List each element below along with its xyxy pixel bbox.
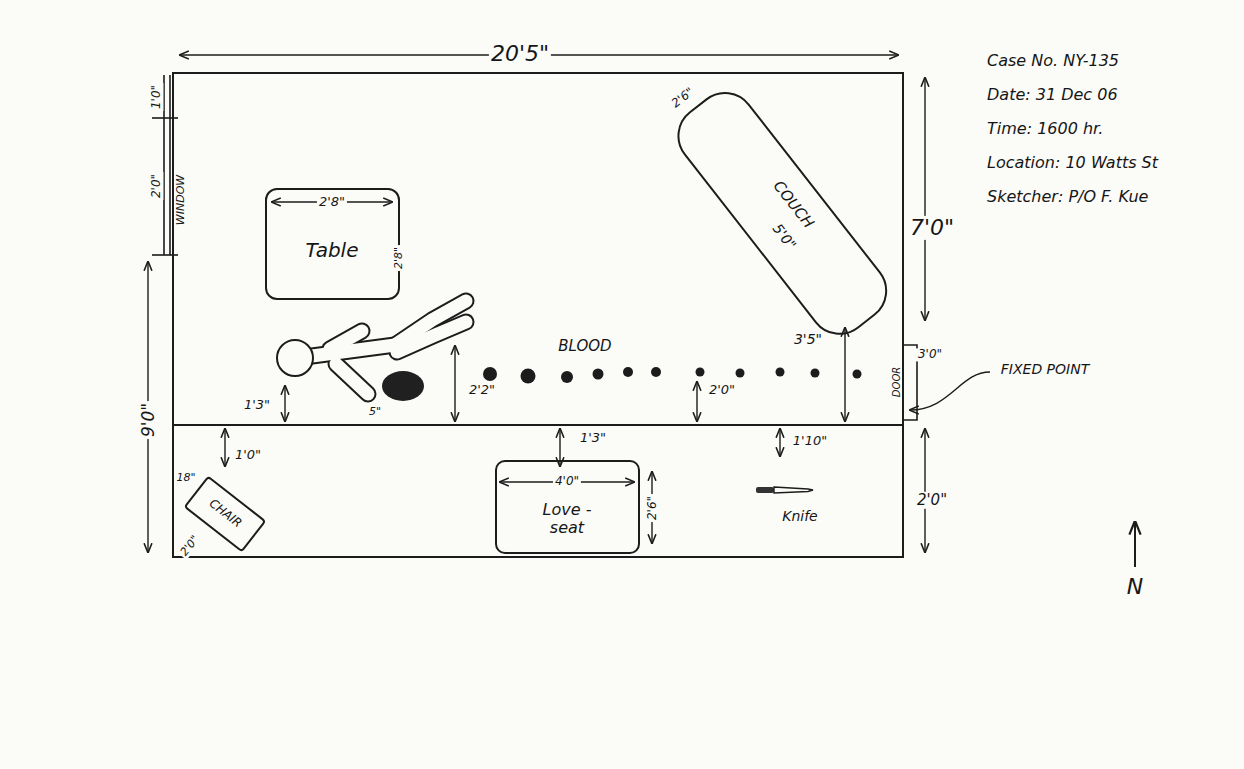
blood-drop	[623, 367, 633, 377]
door-bracket	[903, 345, 917, 420]
case-note: Location: 10 Watts St	[985, 154, 1160, 172]
couch-box: COUCH	[665, 79, 899, 346]
blood-drops	[483, 367, 862, 384]
loveseat-box: Love - seat	[495, 460, 640, 553]
dimension-arrow	[844, 328, 845, 421]
blood-drop	[853, 370, 862, 379]
dimension: 3'5"	[792, 332, 824, 347]
dimension: 2'8"	[393, 245, 405, 271]
dimension: 1'10"	[791, 434, 829, 448]
blood-drop	[811, 369, 820, 378]
blood-drop	[561, 371, 573, 383]
dimension: 18"	[174, 472, 197, 484]
case-note: Case No. NY-135	[985, 52, 1121, 70]
dimension-arrow	[696, 382, 697, 421]
dimension: 2'6"	[668, 84, 698, 112]
blood-drop	[521, 369, 536, 384]
victim-figure	[277, 301, 466, 401]
item-name: Table	[306, 239, 359, 261]
dimension: 20'5"	[489, 42, 551, 66]
dimension: 9'0"	[139, 401, 158, 439]
knife-symbol	[756, 487, 813, 493]
dimension: 5"	[367, 406, 383, 418]
blood-drop	[593, 369, 604, 380]
room-outline	[173, 73, 903, 557]
fixed-point-label: FIXED POINT	[999, 362, 1091, 377]
dimension: 2'0"	[150, 172, 163, 200]
dimension: 1'0"	[150, 83, 163, 111]
dimension: 2'6"	[646, 494, 659, 522]
item-name: CHAIR	[206, 497, 244, 530]
dimension-arrow	[224, 429, 225, 466]
blood-drop	[651, 367, 661, 377]
north-arrow	[1134, 522, 1136, 567]
dimension-arrow	[454, 346, 455, 421]
dimension-arrow	[924, 429, 925, 552]
dimension: 7'0"	[908, 216, 956, 240]
fixed-point-leader	[910, 372, 990, 410]
case-note: Date: 31 Dec 06	[985, 86, 1120, 104]
case-note: Time: 1600 hr.	[985, 120, 1105, 138]
dimension: 5'0"	[768, 220, 800, 255]
item-name: Love - seat	[535, 501, 599, 536]
dimension: 2'2"	[467, 383, 497, 397]
fixed-line	[173, 424, 903, 426]
dimension: 2'0"	[915, 492, 949, 509]
dimension: 2'8"	[317, 195, 347, 209]
blood-pool	[382, 371, 424, 401]
north-label: N	[1125, 575, 1145, 599]
door-label: DOOR	[891, 365, 902, 399]
knife-label: Knife	[780, 509, 820, 524]
dimension: 1'3"	[578, 431, 608, 445]
blood-drop	[736, 369, 745, 378]
blood-drop	[483, 367, 497, 381]
dimension: 3'0"	[916, 348, 944, 361]
blood-drop	[696, 368, 705, 377]
dimension-arrow	[779, 429, 780, 456]
dimension: 2'0"	[707, 383, 737, 397]
window-label: WINDOW	[175, 173, 187, 227]
dimension: 4'0"	[553, 475, 581, 488]
dimension: 1'3"	[242, 398, 272, 412]
dimension-lines	[148, 55, 925, 552]
dimension: 2'0"	[177, 532, 203, 560]
dimension: 1'0"	[233, 448, 263, 462]
dimension-arrow	[284, 386, 285, 421]
blood-drop	[776, 368, 785, 377]
dimension-arrow	[924, 78, 925, 320]
blood-label: BLOOD	[556, 338, 613, 355]
case-note: Sketcher: P/O F. Kue	[985, 188, 1150, 206]
